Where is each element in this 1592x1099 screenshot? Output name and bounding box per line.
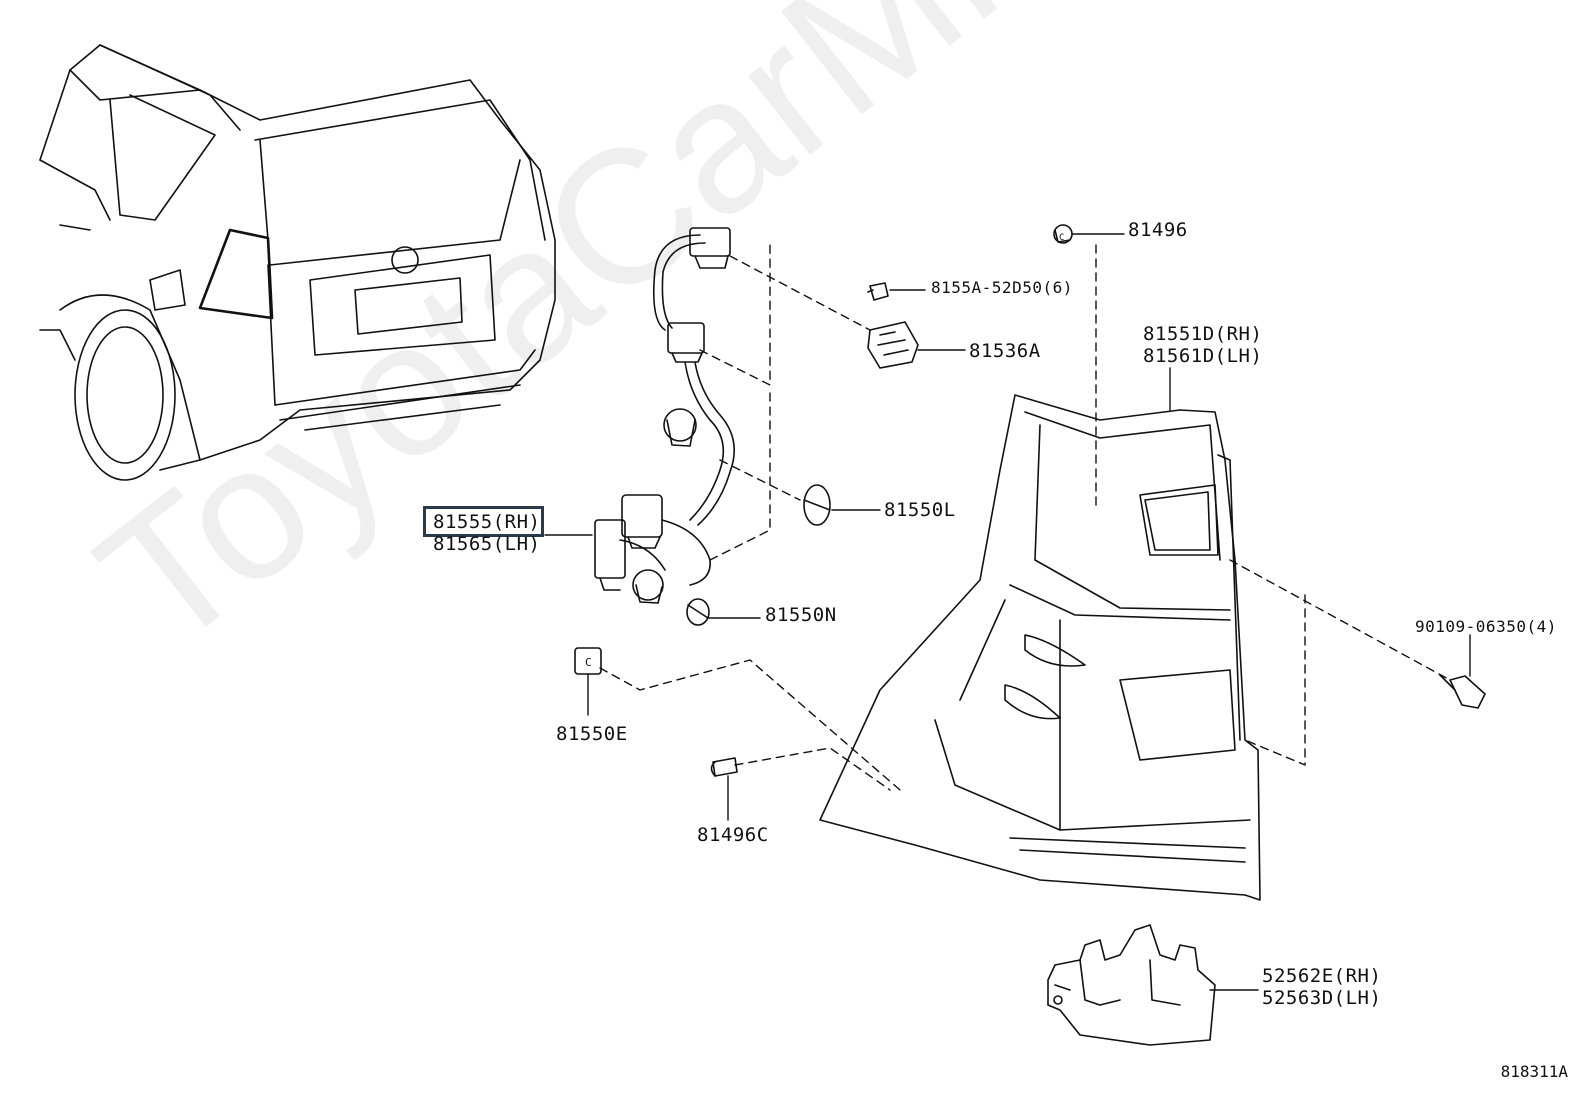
tail-lamp-illustration <box>819 394 1261 901</box>
part-number-rh: 52562E(RH) <box>1262 965 1382 987</box>
leader-lines <box>544 233 1471 991</box>
part-number-lh: 52563D(LH) <box>1262 987 1382 1009</box>
part-label-90109[interactable]: 90109-06350(4) <box>1415 617 1557 637</box>
part-label-81536a[interactable]: 81536A <box>969 340 1041 362</box>
small-parts-illustration: C C <box>574 224 1486 777</box>
part-label-81496[interactable]: 81496 <box>1128 219 1188 241</box>
part-label-8155a[interactable]: 8155A-52D50(6) <box>931 278 1073 298</box>
part-number-rh: 81551D(RH) <box>1143 323 1263 345</box>
svg-text:C: C <box>585 656 592 669</box>
dashed-assembly-lines <box>599 244 1451 791</box>
part-number-lh: 81561D(LH) <box>1143 345 1263 367</box>
part-number: 90109-06350(4) <box>1415 617 1557 636</box>
part-label-81555[interactable]: 81555(RH) 81565(LH) <box>433 511 540 555</box>
part-label-81496c[interactable]: 81496C <box>697 824 769 846</box>
part-number: 81536A <box>969 340 1041 362</box>
reference-code: 818311A <box>1500 1062 1568 1081</box>
part-number: 81496C <box>697 824 769 846</box>
wire-harness-illustration <box>594 227 736 604</box>
part-label-52562e[interactable]: 52562E(RH) 52563D(LH) <box>1262 965 1381 1009</box>
vehicle-rear-illustration <box>39 44 556 481</box>
part-number: 8155A-52D50(6) <box>931 278 1073 297</box>
part-label-81550e[interactable]: 81550E <box>556 723 628 745</box>
part-label-81550l[interactable]: 81550L <box>884 499 956 521</box>
part-number: 81550L <box>884 499 956 521</box>
part-number-lh: 81565(LH) <box>433 533 541 555</box>
part-label-81550n[interactable]: 81550N <box>765 604 837 626</box>
bracket-illustration <box>1047 924 1216 1046</box>
svg-text:C: C <box>1059 233 1064 243</box>
part-number: 81550E <box>556 723 628 745</box>
part-label-81551d[interactable]: 81551D(RH) 81561D(LH) <box>1143 323 1262 367</box>
highlight-box <box>423 506 544 537</box>
part-number-rh: 81555(RH) <box>433 511 541 533</box>
part-number: 81496 <box>1128 219 1188 241</box>
part-number: 81550N <box>765 604 837 626</box>
